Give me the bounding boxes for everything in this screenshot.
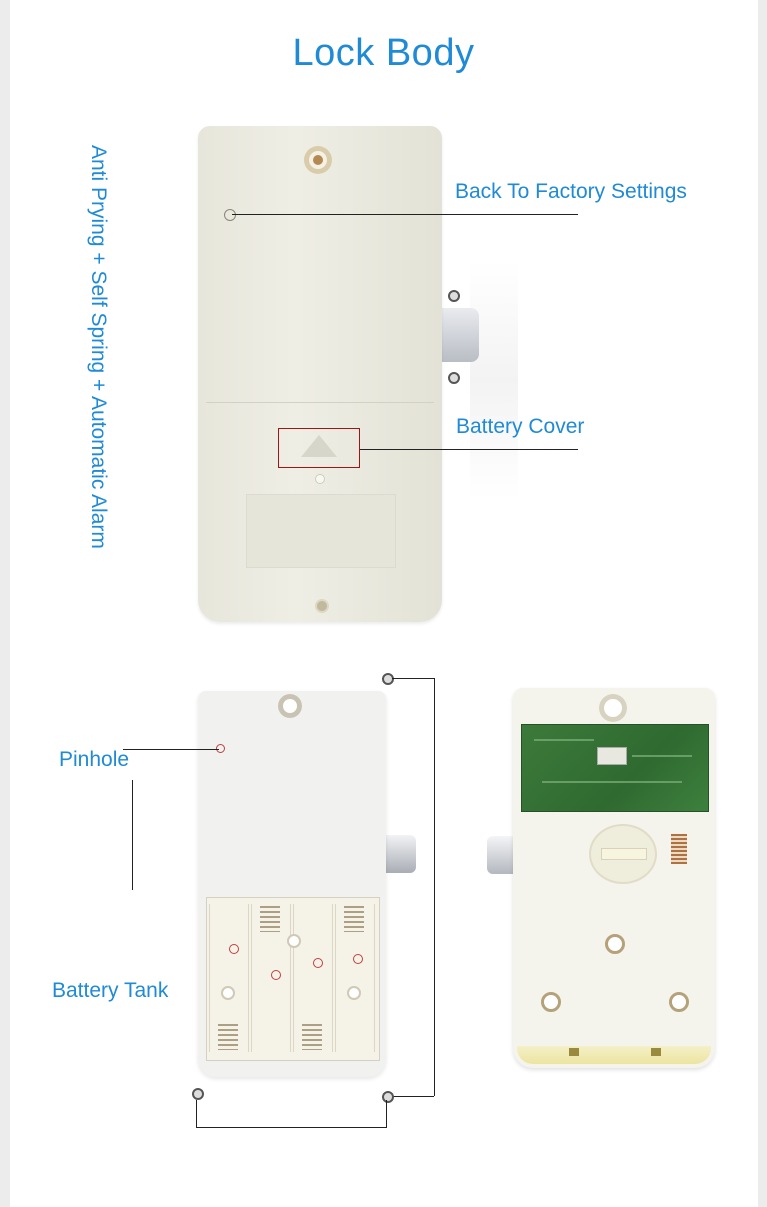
latch-tab — [569, 1048, 579, 1056]
callout-battery-cover: Battery Cover — [456, 415, 585, 438]
callout-line — [123, 749, 219, 750]
pcb-trace — [632, 755, 692, 757]
dimension-line — [434, 678, 435, 1096]
mounting-hole — [541, 992, 561, 1012]
spring-icon — [344, 906, 364, 932]
screw-icon — [448, 290, 460, 302]
screw-marker — [353, 954, 363, 964]
dimension-line — [196, 1127, 386, 1128]
label-sticker — [671, 834, 687, 864]
cover-seam — [206, 402, 434, 403]
circuit-board — [521, 724, 709, 812]
callout-line — [360, 449, 578, 450]
mounting-hole — [315, 599, 329, 613]
screw-marker — [313, 958, 323, 968]
lock-body-housing — [198, 691, 386, 1077]
bolt-reflection — [470, 260, 518, 500]
lock-body-housing — [513, 688, 715, 1068]
pinhole-marker — [216, 744, 225, 753]
screw-icon — [382, 673, 394, 685]
latch-tab — [651, 1048, 661, 1056]
screw-marker — [271, 970, 281, 980]
mounting-hole — [304, 146, 332, 174]
mounting-hole — [669, 992, 689, 1012]
callout-line — [132, 780, 133, 890]
label-window — [246, 494, 396, 568]
battery-slot — [251, 904, 291, 1052]
mounting-hole — [605, 934, 625, 954]
dimension-line — [386, 1100, 387, 1128]
lock-bolt — [384, 835, 416, 873]
battery-cover-highlight — [278, 428, 360, 468]
screw-marker — [229, 944, 239, 954]
spring-icon — [302, 1024, 322, 1050]
mounting-hole — [599, 694, 627, 722]
factory-reset-pinhole — [224, 209, 236, 221]
battery-slot — [209, 904, 249, 1052]
lock-bolt — [441, 308, 479, 362]
screw-icon — [448, 372, 460, 384]
callout-pinhole: Pinhole — [59, 748, 130, 771]
battery-tray — [206, 897, 380, 1061]
callout-battery-tank: Battery Tank — [52, 979, 169, 1002]
lock-bolt — [487, 836, 517, 874]
tray-hole — [287, 934, 301, 948]
tray-hole — [221, 986, 235, 1000]
screw-icon — [192, 1088, 204, 1100]
housing-footer — [517, 1046, 711, 1064]
battery-slot — [335, 904, 375, 1052]
dimension-line — [392, 678, 434, 679]
features-vertical-text: Anti Prying + Self Spring + Automatic Al… — [87, 145, 110, 549]
arrow-up-icon — [301, 435, 337, 457]
spring-icon — [260, 906, 280, 932]
callout-line — [232, 214, 578, 215]
rotary-mechanism — [589, 824, 657, 884]
spring-icon — [218, 1024, 238, 1050]
dimension-line — [392, 1096, 434, 1097]
callout-factory-reset: Back To Factory Settings — [455, 180, 687, 203]
connector-chip — [597, 747, 627, 765]
pcb-trace — [534, 739, 594, 741]
cover-screw-hole — [315, 474, 325, 484]
screw-icon — [382, 1091, 394, 1103]
mounting-hole — [278, 694, 302, 718]
dimension-line — [196, 1100, 197, 1128]
tray-hole — [347, 986, 361, 1000]
lock-body-housing — [198, 126, 442, 622]
pcb-trace — [542, 781, 682, 783]
page-title: Lock Body — [292, 32, 475, 74]
battery-slot — [293, 904, 333, 1052]
